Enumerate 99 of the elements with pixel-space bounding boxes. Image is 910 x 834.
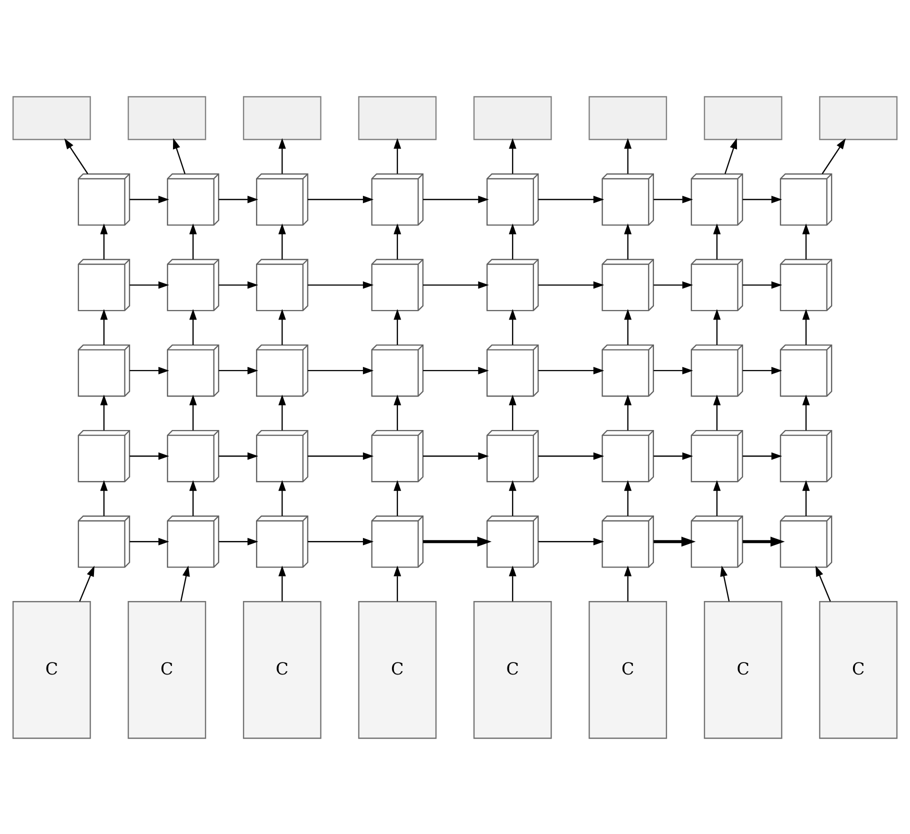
arrow <box>713 394 721 430</box>
arrow <box>278 223 286 259</box>
arrow <box>423 536 492 546</box>
arrow <box>624 394 632 430</box>
arrow <box>654 452 694 460</box>
node-box: C <box>242 600 322 738</box>
arrow <box>508 480 516 516</box>
arrow <box>130 195 170 203</box>
arrow <box>308 280 374 288</box>
arrow <box>654 366 694 374</box>
arrow <box>64 138 88 174</box>
arrow <box>802 394 810 430</box>
arrow <box>423 452 489 460</box>
arrow <box>100 480 108 516</box>
node-box: C <box>473 600 552 738</box>
node-box <box>819 96 898 140</box>
arrow <box>308 366 374 374</box>
arrow <box>394 565 402 601</box>
arrow <box>308 195 374 203</box>
arrow <box>278 480 286 516</box>
node-box: C <box>704 600 782 738</box>
arrow <box>538 280 604 288</box>
arrow <box>394 394 402 430</box>
arrow <box>218 195 258 203</box>
arrow <box>654 536 696 546</box>
arrow <box>720 565 730 601</box>
arrow <box>423 366 489 374</box>
arrow <box>189 394 197 430</box>
arrow <box>713 223 721 259</box>
arrow <box>624 308 632 344</box>
arrow <box>130 366 170 374</box>
arrow <box>742 280 782 288</box>
arrow <box>624 138 632 174</box>
arrow <box>423 280 489 288</box>
arrow <box>100 394 108 430</box>
node-box <box>704 96 782 140</box>
arrow <box>189 223 197 259</box>
node-box: C <box>12 600 91 738</box>
arrow <box>538 195 604 203</box>
arrow <box>394 480 402 516</box>
arrow <box>742 536 785 546</box>
arrow <box>130 452 170 460</box>
node-box: C <box>819 600 898 738</box>
node-box <box>358 96 437 140</box>
arrow <box>538 452 604 460</box>
arrow <box>724 138 738 174</box>
arrow <box>308 537 374 545</box>
arrow <box>189 308 197 344</box>
node-box: C <box>588 600 668 738</box>
node-box <box>128 96 206 140</box>
arrow <box>278 308 286 344</box>
arrow <box>654 280 694 288</box>
arrow <box>100 308 108 344</box>
arrow <box>508 394 516 430</box>
node-box <box>473 96 552 140</box>
arrow <box>130 280 170 288</box>
arrow <box>802 223 810 259</box>
arrow <box>172 138 186 174</box>
arrow <box>713 308 721 344</box>
arrow <box>624 223 632 259</box>
arrow <box>508 308 516 344</box>
arrow <box>308 452 374 460</box>
arrow <box>802 308 810 344</box>
arrow <box>624 480 632 516</box>
arrow <box>218 366 258 374</box>
arrow <box>218 280 258 288</box>
arrow <box>742 195 782 203</box>
node-box <box>12 96 91 140</box>
arrow <box>130 537 170 545</box>
arrow <box>713 480 721 516</box>
arrow <box>538 366 604 374</box>
arrow <box>180 565 190 601</box>
arrow <box>100 223 108 259</box>
arrow <box>218 452 258 460</box>
arrow <box>508 565 516 601</box>
arrow <box>189 480 197 516</box>
node-box: C <box>358 600 437 738</box>
arrow <box>508 138 516 174</box>
node-box <box>588 96 668 140</box>
arrow <box>802 480 810 516</box>
arrow <box>278 138 286 174</box>
arrow <box>742 452 782 460</box>
arrow <box>508 223 516 259</box>
arrow <box>278 394 286 430</box>
arrow <box>822 138 846 174</box>
arrow <box>394 308 402 344</box>
arrow <box>538 537 604 545</box>
arrow <box>79 565 94 602</box>
arrow <box>218 537 258 545</box>
node-box: C <box>128 600 206 738</box>
arrow <box>742 366 782 374</box>
arrow <box>816 565 831 602</box>
arrow <box>394 223 402 259</box>
arrow <box>394 138 402 174</box>
arrow <box>624 565 632 601</box>
arrow <box>423 195 489 203</box>
node-box <box>242 96 322 140</box>
arrow <box>278 565 286 601</box>
arrow <box>654 195 694 203</box>
